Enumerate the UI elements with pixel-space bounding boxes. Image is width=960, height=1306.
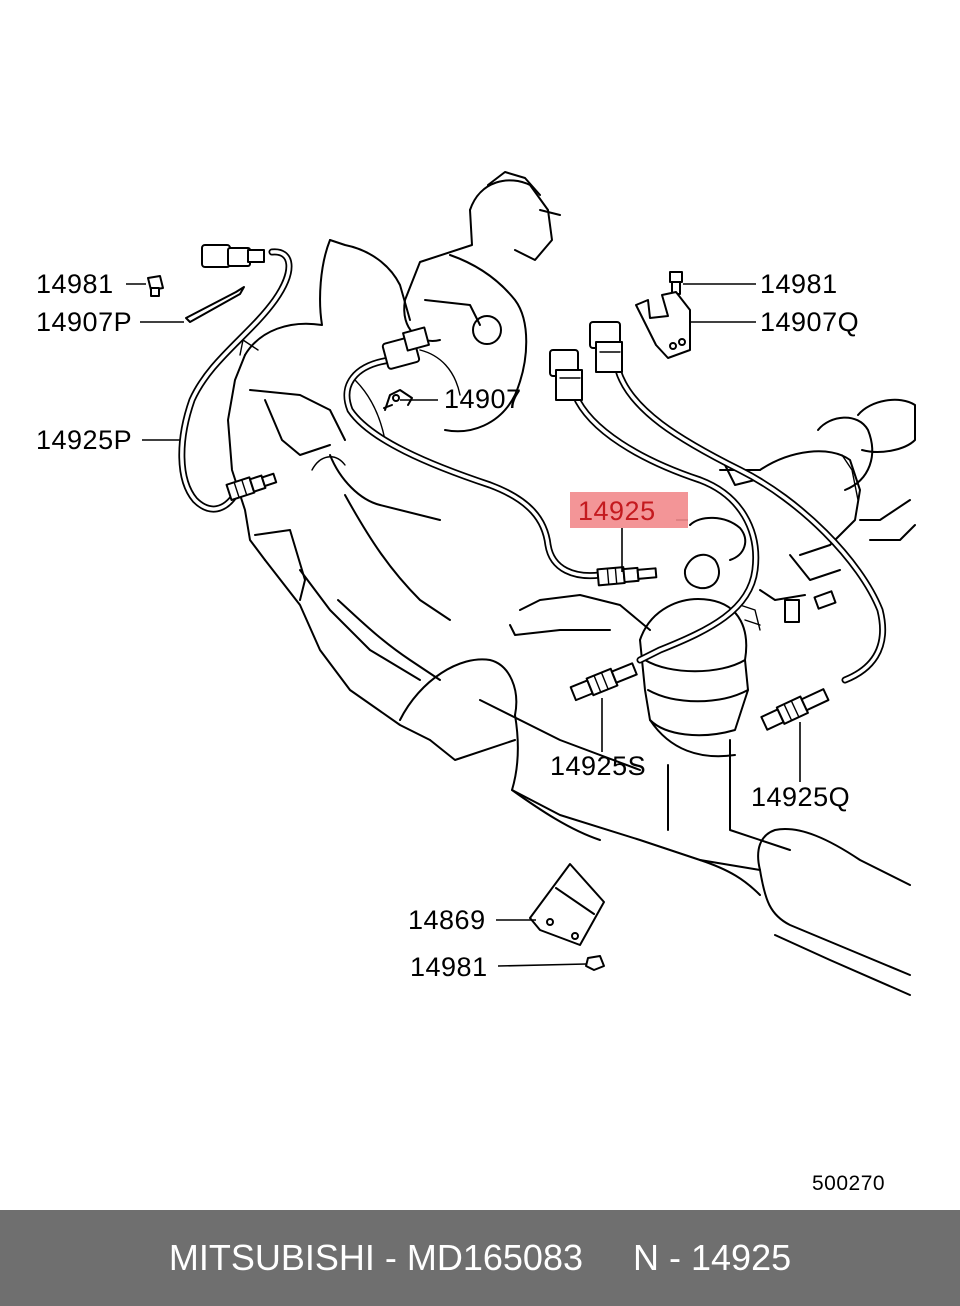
sensor-14925q-wire (589, 321, 887, 731)
diagram-reference-number: 500270 (812, 1172, 886, 1195)
part-label-14869[interactable]: 14869 (408, 905, 486, 935)
bolt-14981-left (147, 275, 164, 297)
part-label-14907q[interactable]: 14907Q (760, 307, 860, 337)
engine-block-drawing (719, 398, 916, 623)
sensor-14925-wire (343, 326, 658, 587)
part-label-14925s[interactable]: 14925S (550, 751, 647, 781)
highlight-box (570, 492, 688, 528)
bracket-14907q (635, 291, 691, 359)
part-label-14907[interactable]: 14907 (444, 384, 522, 414)
part-label-14981-left[interactable]: 14981 (36, 269, 114, 299)
nut-14981-bottom (585, 955, 605, 971)
part-number-footer: MITSUBISHI - MD165083 N - 14925 (0, 1210, 960, 1306)
bolt-14981-right (669, 271, 683, 295)
part-label-14925q[interactable]: 14925Q (751, 782, 851, 812)
part-label-14907p[interactable]: 14907P (36, 307, 133, 337)
bracket-14907p (185, 286, 245, 323)
part-label-14981-right[interactable]: 14981 (760, 269, 838, 299)
front-pipe-drawing (399, 658, 911, 996)
parts-diagram: 14981 14907P 14925P 14907 14981 14907Q 1… (36, 171, 916, 1195)
engine-exhaust-drawing (126, 171, 916, 996)
turbocharger-drawing (403, 171, 561, 433)
part-label-14925p[interactable]: 14925P (36, 425, 133, 455)
part-label-14981-bottom[interactable]: 14981 (410, 952, 488, 982)
sensor-14925s-wire (549, 349, 760, 702)
exhaust-manifold-drawing (227, 239, 461, 741)
part-label-14925-highlighted[interactable]: 14925 (578, 496, 656, 526)
catalytic-converter-drawing (509, 516, 791, 851)
footer-text: MITSUBISHI - MD165083 N - 14925 (168, 1237, 792, 1278)
sensor-14925p-wire (178, 244, 293, 513)
heat-shield-14869 (529, 863, 605, 946)
